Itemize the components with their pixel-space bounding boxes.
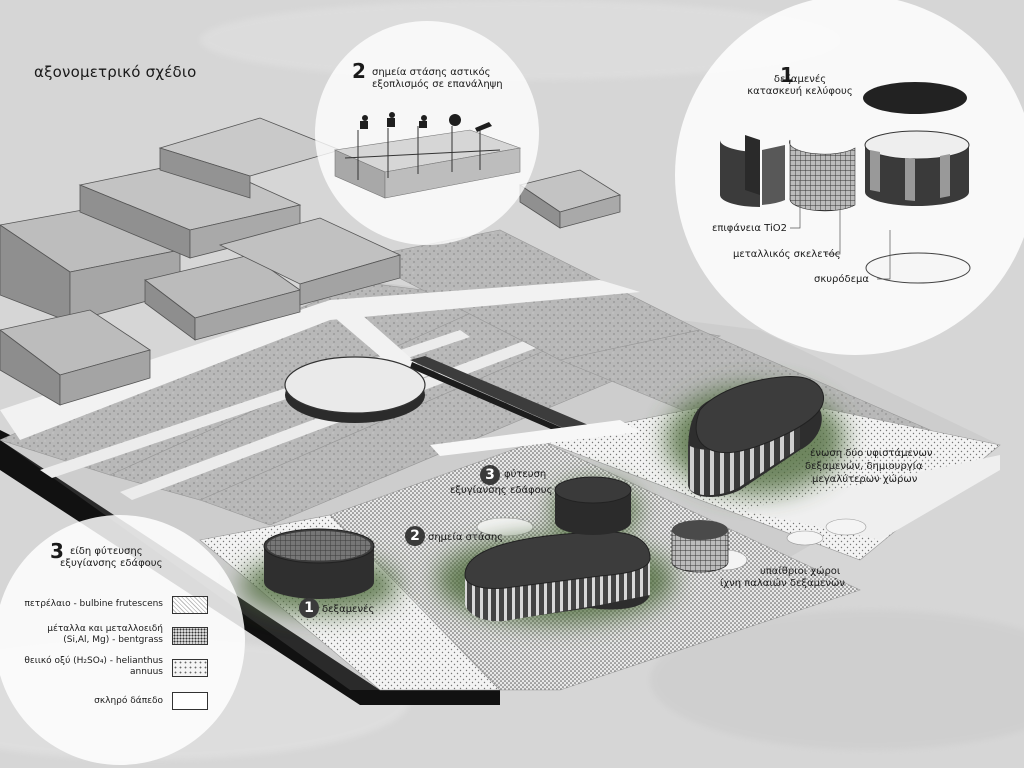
callout-top-number: 2 <box>352 59 366 83</box>
legend-swatch-oil <box>172 596 208 614</box>
label-stops: σημεία στάσης <box>428 532 504 543</box>
legend-item-metals-line2: (Si,Al, Mg) - bentgrass <box>63 635 163 645</box>
assembled-shell <box>864 130 970 206</box>
label-merge-line2: δεξαμενών, δημιουργία <box>805 461 923 472</box>
metal-frame-shell <box>789 139 856 212</box>
legend-item-acid-line2: annuus <box>129 667 163 677</box>
label-merge-line3: μεγαλύτερων χώρων <box>812 474 918 485</box>
legend-item-oil: πετρέλαιο - bulbine frutescens <box>8 596 208 618</box>
legend-item-acid: θειικό οξύ (H₂SO₄) - helianthus annuus <box>8 656 208 680</box>
legend-item-metals: μέταλλα και μεταλλοειδή (Si,Al, Mg) - be… <box>8 624 208 648</box>
label-open-line1: υπαίθριοι χώροι <box>760 566 841 577</box>
callout-tanks-line1: δεξαμενές <box>773 74 827 85</box>
label-concrete: σκυρόδεμα <box>814 274 869 285</box>
tio2-surface-shell <box>720 135 785 207</box>
badge-tanks: 1 <box>299 598 319 618</box>
tank-left <box>263 528 375 599</box>
tank-mesh <box>671 520 729 573</box>
legend-swatch-acid <box>172 659 208 677</box>
callout-top-line2: εξοπλισμός σε επανάληψη <box>372 79 503 90</box>
label-tio2-surface: επιφάνεια TiO2 <box>712 223 787 234</box>
legend-item-acid-line1: θειικό οξύ (H₂SO₄) - helianthus <box>24 656 163 666</box>
page-title: αξονομετρικό σχέδιο <box>34 63 197 81</box>
legend-title-line1: είδη φύτευσης <box>70 546 143 557</box>
tank-merged-center <box>464 531 651 622</box>
legend-number: 3 <box>50 539 64 563</box>
legend-swatch-metals <box>172 627 208 645</box>
label-tanks: δεξαμενές <box>322 604 375 615</box>
label-open-line2: ίχνη παλαιών δεξαμενών <box>720 578 845 589</box>
callout-tank-construction <box>675 0 1024 355</box>
callout-tanks-line2: κατασκευή κελύφους <box>747 86 853 97</box>
callout-urban-furniture <box>315 21 539 245</box>
legend-title-line2: εξυγίανσης εδάφους <box>60 558 163 569</box>
legend-item-metals-line1: μέταλλα και μεταλλοειδή <box>47 624 163 634</box>
callout-top-line1: σημεία στάσης αστικός <box>372 67 491 78</box>
label-planting-line2: εξυγίανσης εδάφους <box>450 485 553 496</box>
legend-item-oil-label: πετρέλαιο - bulbine frutescens <box>24 599 164 609</box>
legend-swatch-hard-floor <box>172 692 208 710</box>
label-planting-line1: φύτευση <box>504 469 547 480</box>
legend-item-hard-floor-label: σκληρό δάπεδο <box>94 696 163 706</box>
legend-item-hard-floor: σκληρό δάπεδο <box>8 692 208 714</box>
tank-middle <box>554 476 632 535</box>
label-merge-line1: ένωση δύο υφιστάμενων <box>810 448 933 459</box>
tank-merged-right <box>688 376 825 497</box>
label-metal-frame: μεταλλικός σκελετός <box>733 249 841 260</box>
callout-tanks-number: 1 <box>780 63 794 87</box>
existing-buildings <box>0 117 621 406</box>
badge-planting: 3 <box>480 465 500 485</box>
badge-stops: 2 <box>405 526 425 546</box>
